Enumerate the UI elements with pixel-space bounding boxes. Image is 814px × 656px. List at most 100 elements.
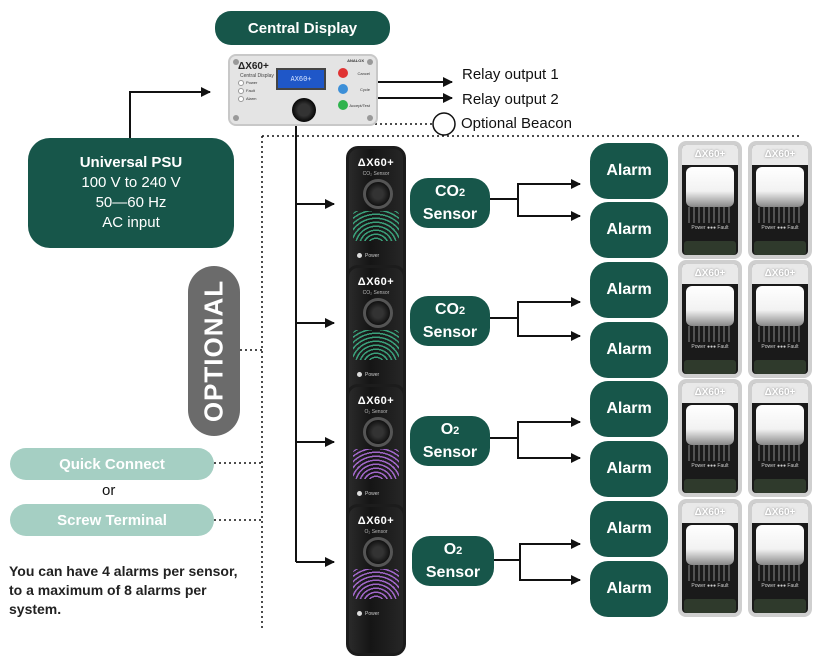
accept-button-icon — [338, 100, 348, 110]
sensor-logo: ΔX60+ — [357, 157, 395, 169]
alarm-device-logo: ΔX60+ — [694, 387, 726, 398]
alarm-indicators: Power ●●● Fault — [691, 344, 729, 350]
fork-3 — [490, 417, 581, 463]
optional-label: OPTIONAL — [198, 279, 229, 423]
sensor-gas: O2 — [443, 541, 463, 558]
alarm-indicators: Power ●●● Fault — [691, 225, 729, 231]
alarm-device-4-1: ΔX60+ Power ●●● Fault — [678, 499, 742, 617]
alarm-device-logo: ΔX60+ — [764, 387, 796, 398]
quick-connect-button: Quick Connect — [10, 448, 214, 480]
alarm-device-logo: ΔX60+ — [764, 149, 796, 160]
alarm-indicators: Power ●●● Fault — [691, 583, 729, 589]
fork-4 — [494, 539, 581, 585]
alarm-device-logo: ΔX60+ — [764, 268, 796, 279]
beacon-circle — [432, 112, 456, 136]
alarm-device-logo: ΔX60+ — [694, 268, 726, 279]
alarm-light — [686, 405, 734, 445]
sensor-power-indicator: Power — [357, 491, 379, 497]
sensor-power-indicator: Power — [357, 372, 379, 378]
sensor-dial-icon — [363, 537, 393, 567]
alarm-label-3-2: Alarm — [590, 441, 668, 497]
alarm-device-logo: ΔX60+ — [694, 507, 726, 518]
alarm-base — [754, 241, 806, 255]
sensor-word: Sensor — [422, 324, 478, 341]
device-subtitle: Central Display — [240, 73, 274, 79]
alarm-indicators: Power ●●● Fault — [761, 583, 799, 589]
alarm-indicators: Power ●●● Fault — [691, 463, 729, 469]
alarm-indicators: Power ●●● Fault — [761, 225, 799, 231]
cancel-button-icon — [338, 68, 348, 78]
sensor-logo: ΔX60+ — [357, 276, 395, 288]
alarm-device-logo: ΔX60+ — [694, 149, 726, 160]
sensor-device-subtitle: O₂ Sensor — [364, 409, 388, 415]
psu-voltage: 100 V to 240 V — [81, 174, 181, 191]
alarm-label-4-1: Alarm — [590, 501, 668, 557]
alarm-pattern — [758, 445, 802, 461]
relay-output-1-label: Relay output 1 — [462, 66, 559, 83]
alarm-light — [686, 167, 734, 207]
alarm-pattern — [688, 565, 732, 581]
optional-beacon-label: Optional Beacon — [461, 115, 572, 132]
sensor-dial-icon — [363, 298, 393, 328]
sensor-wave-pattern — [353, 330, 399, 360]
power-indicator: Power — [238, 80, 257, 86]
alarm-light — [756, 167, 804, 207]
or-label: or — [102, 482, 116, 499]
alarm-label-3-1: Alarm — [590, 381, 668, 437]
sensor-logo: ΔX60+ — [357, 395, 395, 407]
sensor-device-subtitle: CO₂ Sensor — [362, 171, 390, 177]
alarm-label-1-2: Alarm — [590, 202, 668, 258]
alarm-device-3-1: ΔX60+ Power ●●● Fault — [678, 379, 742, 497]
alarm-device-3-2: ΔX60+ Power ●●● Fault — [748, 379, 812, 497]
wiring-diagram — [129, 77, 800, 630]
sensor-device-subtitle: O₂ Sensor — [364, 529, 388, 535]
central-display-device: ΔX60+ Central Display AX60+ Power Fault … — [228, 54, 378, 126]
alarm-device-4-2: ΔX60+Power ●●● Fault — [748, 499, 812, 617]
device-screen: AX60+ — [276, 68, 326, 90]
psu-frequency: 50—60 Hz — [95, 194, 167, 211]
alarm-base — [754, 599, 806, 613]
relay-output-2-label: Relay output 2 — [462, 91, 559, 108]
alarm-light — [756, 405, 804, 445]
alarm-base — [684, 599, 736, 613]
fork-2 — [490, 297, 581, 341]
sensor-logo: ΔX60+ — [357, 515, 395, 527]
alarm-label-1-1: Alarm — [590, 143, 668, 199]
alarm-base — [684, 479, 736, 493]
alarm-light — [686, 286, 734, 326]
central-display-title: Central Display — [215, 11, 390, 45]
alarm-pattern — [688, 326, 732, 342]
alarm-label-4-2: Alarm — [590, 561, 668, 617]
sensor-dial-icon — [363, 417, 393, 447]
psu-title: Universal PSU — [79, 154, 183, 171]
alarm-pattern — [758, 326, 802, 342]
alarm-light — [686, 525, 734, 565]
alarm-pattern — [688, 207, 732, 223]
cycle-button-icon — [338, 84, 348, 94]
sensor-wave-pattern — [353, 211, 399, 241]
alarm-limit-note: You can have 4 alarms per sensor, to a m… — [9, 563, 238, 617]
fork-1 — [490, 179, 581, 221]
psu-ac-input: AC input — [102, 214, 160, 231]
accept-label: Accept/Test — [349, 103, 370, 108]
alarm-pattern — [688, 445, 732, 461]
alarm-indicator: Alarm — [238, 96, 256, 102]
sensor-word: Sensor — [422, 206, 478, 223]
sensor-power-indicator: Power — [357, 253, 379, 259]
alarm-indicators: Power ●●● Fault — [761, 344, 799, 350]
cycle-label: Cycle — [359, 87, 370, 92]
alarm-device-2-1: ΔX60+ Power ●●● Fault — [678, 260, 742, 378]
psu-connection — [129, 87, 211, 140]
alarm-pattern — [758, 565, 802, 581]
cancel-label: Cancel — [357, 71, 370, 76]
sensor-wave-pattern — [353, 449, 399, 479]
alarm-base — [754, 479, 806, 493]
sensor-power-indicator: Power — [357, 611, 379, 617]
alarm-label-2-1: Alarm — [590, 262, 668, 318]
alarm-device-2-2: ΔX60+ Power ●●● Fault — [748, 260, 812, 378]
sensor-gas: CO2 — [434, 301, 466, 318]
alarm-indicators: Power ●●● Fault — [761, 463, 799, 469]
